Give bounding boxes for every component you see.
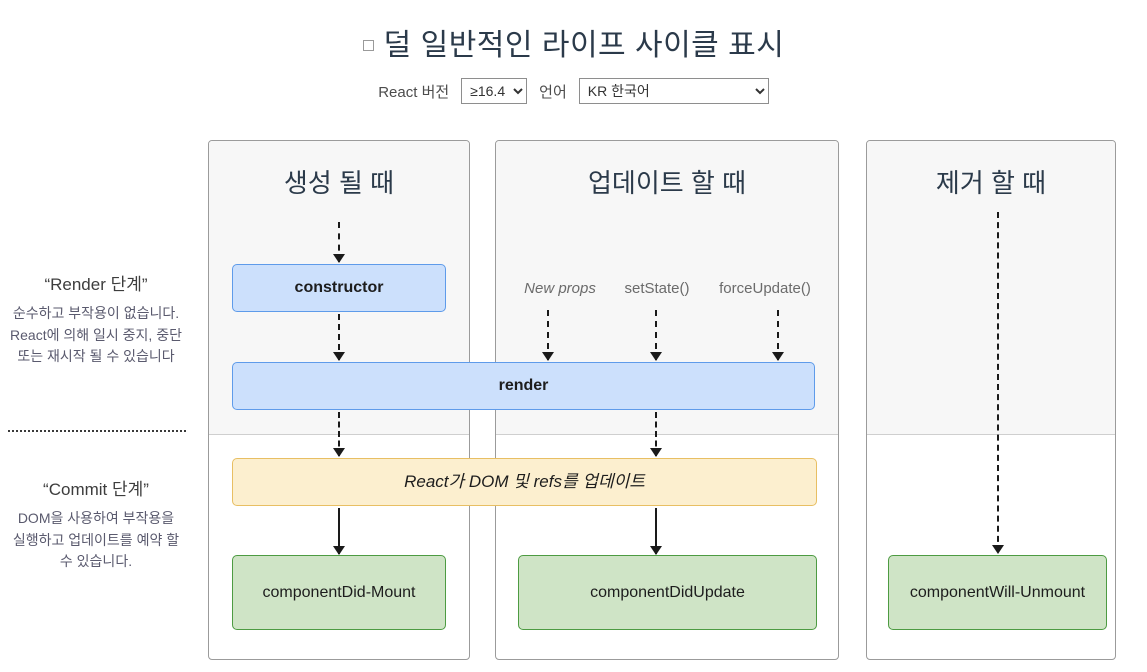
arrow-constructor-to-render	[333, 314, 345, 361]
phase-sidebar: “Render 단계” 순수하고 부작용이 없습니다. React에 의해 일시…	[0, 130, 192, 670]
render-phase-title: “Render 단계”	[44, 275, 148, 294]
phase-divider	[8, 430, 186, 432]
arrow-head	[333, 352, 345, 361]
column-unmount-render-phase	[867, 141, 1115, 435]
box-component-will-unmount[interactable]: componentWill-Unmount	[888, 555, 1107, 630]
controls-row: React 버전 ≥16.4 언어 KR 한국어	[0, 78, 1147, 104]
commit-phase-title: “Commit 단계”	[43, 480, 149, 499]
arrow-commit-to-did-mount	[333, 508, 345, 555]
arrow-commit-to-did-update	[650, 508, 662, 555]
trigger-set-state: setState()	[624, 280, 690, 297]
column-mount-title: 생성 될 때	[283, 168, 395, 198]
arrow-render-to-commit-mount	[333, 412, 345, 457]
arrow-to-will-unmount-shaft	[997, 212, 999, 552]
arrow-shaft	[338, 508, 340, 554]
arrow-shaft	[338, 314, 340, 360]
arrow-head	[650, 352, 662, 361]
column-update-title: 업데이트 할 때	[588, 168, 746, 198]
trigger-new-props: New props	[524, 280, 596, 297]
arrow-to-constructor	[333, 222, 345, 263]
arrow-shaft	[547, 310, 549, 360]
column-unmount-title: 제거 할 때	[935, 168, 1047, 198]
page-title: 덜 일반적인 라이프 사이클 표시	[383, 29, 785, 62]
react-version-select[interactable]: ≥16.4	[461, 78, 528, 104]
render-phase-block: “Render 단계” 순수하고 부작용이 없습니다. React에 의해 일시…	[0, 270, 192, 368]
commit-phase-block: “Commit 단계” DOM을 사용하여 부작용을 실행하고 업데이트를 예약…	[0, 475, 192, 573]
page-header: 덜 일반적인 라이프 사이클 표시	[0, 20, 1147, 64]
arrow-render-to-commit-update	[650, 412, 662, 457]
commit-phase-description: DOM을 사용하여 부작용을 실행하고 업데이트를 예약 할 수 있습니다.	[12, 510, 180, 570]
language-select[interactable]: KR 한국어	[578, 78, 769, 104]
arrow-new-props-to-render	[542, 310, 554, 361]
arrow-shaft	[338, 412, 340, 456]
render-phase-description: 순수하고 부작용이 없습니다. React에 의해 일시 중지, 중단 또는 재…	[10, 305, 182, 365]
box-constructor[interactable]: constructor	[232, 264, 446, 312]
arrow-head	[650, 546, 662, 555]
arrow-head	[542, 352, 554, 361]
box-react-updates-dom-and-refs[interactable]: React가 DOM 및 refs를 업데이트	[232, 458, 817, 506]
arrow-shaft	[338, 222, 340, 262]
react-version-label: React 버전	[378, 83, 450, 101]
arrow-head	[772, 352, 784, 361]
arrow-shaft	[655, 310, 657, 360]
arrow-set-state-to-render	[650, 310, 662, 361]
box-component-did-update[interactable]: componentDidUpdate	[518, 555, 817, 630]
arrow-to-will-unmount-head	[992, 545, 1004, 554]
arrow-shaft	[777, 310, 779, 360]
arrow-force-update-to-render	[772, 310, 784, 361]
language-label: 언어	[539, 83, 567, 101]
arrow-head	[333, 448, 345, 457]
box-render[interactable]: render	[232, 362, 815, 410]
trigger-force-update: forceUpdate()	[719, 280, 811, 297]
arrow-head	[333, 254, 345, 263]
arrow-head	[333, 546, 345, 555]
less-common-lifecycle-checkbox[interactable]	[362, 39, 374, 51]
box-component-did-mount[interactable]: componentDid-Mount	[232, 555, 446, 630]
arrow-shaft	[655, 412, 657, 456]
arrow-head	[650, 448, 662, 457]
arrow-shaft	[655, 508, 657, 554]
